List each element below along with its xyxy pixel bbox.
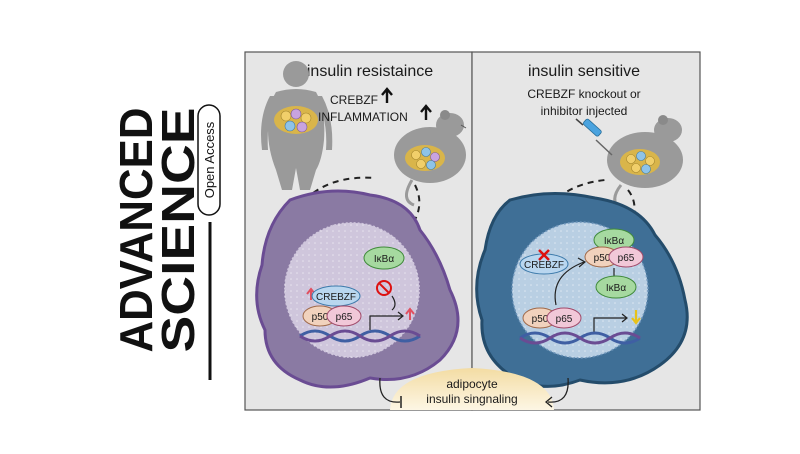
right-crebzf-ko-label: CREBZF [524, 260, 564, 271]
signal-line2: insulin singnaling [426, 392, 517, 406]
right-panel-title: insulin sensitive [528, 63, 640, 80]
right-desc-line2: inhibitor injected [541, 104, 628, 118]
left-crebzf-bubble [311, 285, 361, 307]
lean-mouse-fat-tissue-icon [620, 149, 660, 175]
crebzf-up-arrow [381, 87, 393, 103]
left-p65-label: p65 [336, 312, 353, 323]
fat-tissue-icon [274, 106, 318, 134]
left-inhibit-arrow [391, 295, 396, 311]
knockout-x-icon [538, 249, 550, 261]
right-p65-top-bubble [608, 246, 644, 268]
left-crebzf-nucleus-label: CREBZF [316, 292, 356, 303]
lean-mouse-figure [607, 115, 683, 212]
left-dna-icon [299, 329, 421, 343]
journal-name-line1: ADVANCED [110, 108, 162, 353]
syringe-icon [575, 118, 613, 156]
right-dna-icon [519, 331, 641, 345]
left-panel-title: insulin resistaince [307, 63, 433, 80]
left-expression-up-icon [405, 307, 415, 320]
left-p65-bubble [326, 305, 362, 327]
obese-mouse-figure [394, 110, 467, 207]
mouse-fat-tissue-icon [405, 145, 445, 171]
left-ikba-label: IκBα [374, 254, 394, 265]
obese-human-figure [261, 61, 333, 190]
open-access-label: Open Access [202, 121, 217, 198]
journal-name-line2: SCIENCE [152, 108, 204, 353]
right-ikba-top-label: IκBα [604, 236, 624, 247]
right-p65-label: p65 [556, 314, 573, 325]
right-p65-top-label: p65 [618, 253, 635, 264]
right-desc-line1: CREBZF knockout or [527, 87, 640, 101]
inflammation-up-arrow [420, 104, 432, 120]
right-expression-down-icon [631, 310, 641, 325]
right-p50-label: p50 [532, 314, 549, 325]
prohibited-icon [376, 280, 392, 296]
left-connector-human [304, 176, 376, 201]
open-access-badge [197, 104, 221, 216]
right-curve-arrow [554, 261, 585, 306]
journal-logo: ADVANCED SCIENCE Open Access [110, 104, 221, 380]
right-ikba-mid-bubble [595, 275, 637, 299]
right-p65-bubble [546, 307, 582, 329]
inflammation-label: INFLAMMATION [318, 110, 408, 124]
right-connector-left [544, 179, 606, 216]
left-p50-label: p50 [312, 312, 329, 323]
left-transcription-arrow [369, 315, 402, 330]
left-inhibition-arrow [379, 377, 401, 403]
crebzf-label: CREBZF [330, 93, 378, 107]
insulin-signaling-node: adipocyte insulin singnaling [390, 368, 554, 410]
right-p50-top-label: p50 [594, 253, 611, 264]
right-ikba-mid-label: IκBα [606, 283, 626, 294]
right-activation-arrow [547, 377, 569, 403]
left-ikba-bubble [363, 246, 405, 270]
signal-line1: adipocyte [446, 377, 498, 391]
right-transcription-arrow [593, 317, 626, 332]
